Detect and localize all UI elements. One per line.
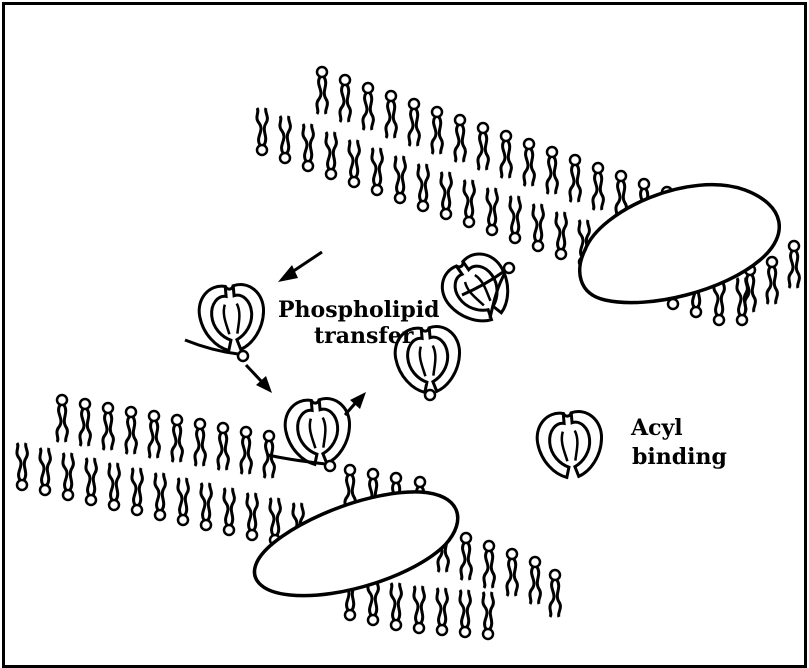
acyl-binding-protein [535,410,605,480]
arrow-middle-left [246,365,272,393]
transfer-label: transfer [314,323,413,349]
lower-membrane-protein [255,492,458,596]
arrow-top-left [278,252,322,282]
phospholipid-label: Phospholipid [278,297,440,323]
transfer-protein-lower-docked [283,397,353,467]
transfer-lipid-center [425,390,435,400]
upper-membrane [257,67,799,325]
transfer-protein-upper-docked [433,245,523,335]
binding-label: binding [632,444,727,470]
acyl-label: Acyl [631,415,683,441]
transfer-protein-left [197,283,267,353]
upper-membrane-protein [580,185,780,303]
arrow-middle-up [345,392,366,415]
